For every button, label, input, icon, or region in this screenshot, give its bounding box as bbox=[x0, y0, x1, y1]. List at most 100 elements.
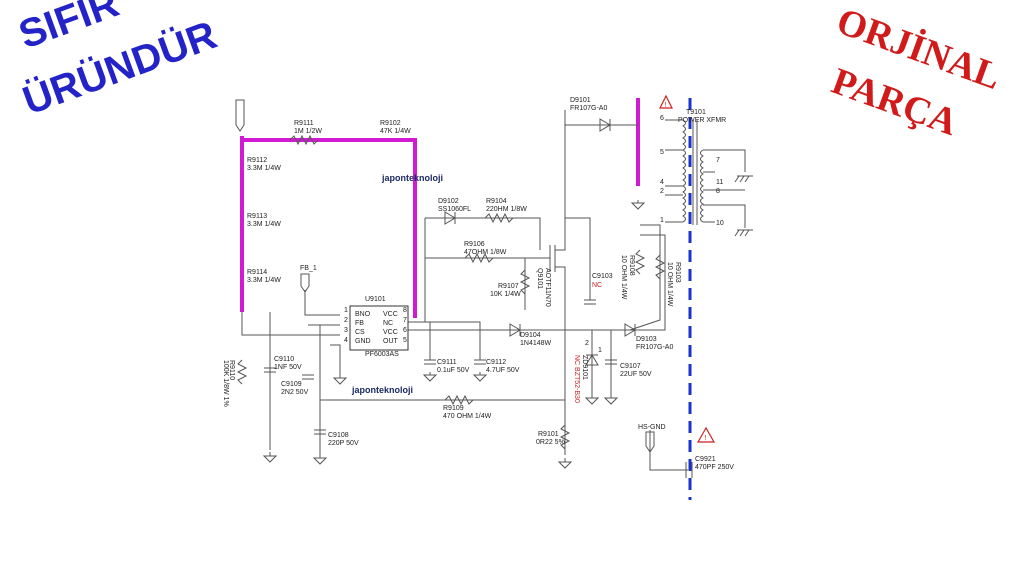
u9101-pin-nc: NC bbox=[383, 320, 393, 327]
xfmr-pin-7: 7 bbox=[716, 157, 720, 164]
capacitor-c9107 bbox=[605, 359, 617, 365]
label-r9107-ref: R9107 bbox=[498, 283, 519, 290]
xfmr-pin-6: 6 bbox=[660, 115, 664, 122]
input-connector bbox=[235, 99, 245, 132]
ic-u9101 bbox=[349, 305, 409, 351]
label-u9101-part: PF6003AS bbox=[365, 351, 399, 358]
fb1-connector bbox=[300, 273, 310, 293]
xfmr-pin-1: 1 bbox=[660, 217, 664, 224]
label-c9108-value: 220P 50V bbox=[328, 440, 359, 447]
label-q9101-ref: Q9101 bbox=[536, 268, 543, 289]
u9101-pin-1: 1 bbox=[344, 307, 348, 314]
label-r9102-value: 47K 1/4W bbox=[380, 128, 411, 135]
label-r9106-ref: R9106 bbox=[464, 241, 485, 248]
u9101-pin-gnd: GND bbox=[355, 338, 371, 345]
u9101-pin-3: 3 bbox=[344, 327, 348, 334]
label-zd9101-value: NC BZT52-B30 bbox=[573, 355, 580, 403]
label-u9101-ref: U9101 bbox=[365, 296, 386, 303]
capacitor-c9108 bbox=[314, 429, 326, 435]
label-r9104-value: 220HM 1/8W bbox=[486, 206, 527, 213]
ground-icon bbox=[734, 229, 753, 237]
label-c9109-ref: C9109 bbox=[281, 381, 302, 388]
xfmr-pin-4: 4 bbox=[660, 179, 664, 186]
label-r9107-value: 10K 1/4W bbox=[490, 291, 521, 298]
capacitor-c9109 bbox=[302, 374, 314, 380]
label-d9101-ref: D9101 bbox=[570, 97, 591, 104]
label-t9101-value: POWER XFMR bbox=[678, 117, 726, 124]
xfmr-pin-2: 2 bbox=[660, 188, 664, 195]
u9101-pin-5: 5 bbox=[403, 337, 407, 344]
warning-triangle-icon: ! bbox=[659, 94, 673, 109]
diode-d9104 bbox=[509, 323, 521, 337]
label-c9112-ref: C9112 bbox=[486, 359, 506, 366]
resistor-r9106 bbox=[464, 252, 494, 264]
label-fb1: FB_1 bbox=[300, 265, 317, 272]
label-hs-gnd: HS-GND bbox=[638, 424, 666, 431]
u9101-pin-vcc8: VCC bbox=[383, 311, 398, 318]
label-r9106-value: 47OHM 1/8W bbox=[464, 249, 507, 256]
label-c9110-value: 1NF 50V bbox=[274, 364, 302, 371]
label-d9103-value: FR107G-A0 bbox=[636, 344, 673, 351]
u9101-pin-bno: BNO bbox=[355, 311, 371, 318]
zener-zd9101 bbox=[585, 354, 599, 366]
label-q9101-value: AOTF11N70 bbox=[544, 268, 551, 307]
label-r9109-value: 470 OHM 1/4W bbox=[443, 413, 492, 420]
resistor-r9110 bbox=[236, 359, 248, 385]
label-r9114-value: 3.3M 1/4W bbox=[247, 277, 281, 284]
resistor-r9103 bbox=[654, 254, 666, 280]
label-r9101-ref: R9101 bbox=[538, 431, 559, 438]
xfmr-pin-8: 8 bbox=[716, 188, 720, 195]
u9101-pin-7: 7 bbox=[403, 317, 407, 324]
u9101-pin-2: 2 bbox=[344, 317, 348, 324]
label-d9104-value: 1N4148W bbox=[520, 340, 552, 347]
capacitor-c9921 bbox=[685, 462, 693, 478]
label-r9112-value: 3.3M 1/4W bbox=[247, 165, 281, 172]
resistor-r9111 bbox=[289, 134, 319, 146]
label-c9107-value: 22UF 50V bbox=[620, 371, 652, 378]
svg-text:!: ! bbox=[705, 435, 707, 442]
resistor-r9104 bbox=[484, 212, 514, 224]
resistor-r9101 bbox=[559, 424, 571, 450]
transformer-t9101 bbox=[665, 119, 715, 225]
ground-icon bbox=[557, 458, 573, 469]
u9101-pin-fb: FB bbox=[355, 320, 364, 327]
u9101-pin-cs: CS bbox=[355, 329, 365, 336]
label-c9111-ref: C9111 bbox=[437, 359, 457, 366]
label-d9101-value: FR107G-A0 bbox=[570, 105, 607, 112]
label-r9110-value: 100K 1/8W 1% bbox=[222, 360, 229, 407]
diode-d9101 bbox=[599, 118, 611, 132]
ground-icon bbox=[262, 452, 278, 463]
label-r9114-ref: R9114 bbox=[247, 269, 267, 276]
label-r9108-value: 10 OHM 1/4W bbox=[620, 255, 627, 300]
label-r9103-value: 10 OHM 1/4W bbox=[666, 262, 673, 307]
label-r9111-value: 1M 1/2W bbox=[294, 128, 322, 135]
resistor-r9107 bbox=[519, 269, 531, 295]
label-r9110-ref: R9110 bbox=[228, 360, 235, 380]
resistor-r9109 bbox=[444, 394, 474, 406]
capacitor-c9110 bbox=[264, 367, 276, 373]
resistor-r9108 bbox=[634, 249, 646, 275]
label-r9113-value: 3.3M 1/4W bbox=[247, 221, 281, 228]
pin-label-2: 2 bbox=[585, 340, 589, 347]
label-t9101-ref: T9101 bbox=[686, 109, 706, 116]
label-r9112-ref: R9112 bbox=[247, 157, 267, 164]
label-r9103-ref: R9103 bbox=[674, 262, 681, 283]
label-d9104-ref: D9104 bbox=[520, 332, 541, 339]
mosfet-q9101 bbox=[549, 240, 566, 275]
label-c9112-value: 4.7UF 50V bbox=[486, 367, 520, 374]
label-c9921-ref: C9921 bbox=[695, 456, 716, 463]
label-zd9101-ref: ZD9101 bbox=[581, 355, 588, 380]
ground-icon bbox=[584, 395, 600, 405]
diode-d9103 bbox=[624, 323, 636, 337]
watermark-2: japonteknoloji bbox=[351, 385, 413, 395]
u9101-pin-out: OUT bbox=[383, 338, 399, 345]
label-c9110-ref: C9110 bbox=[274, 356, 294, 363]
label-r9111-ref: R9111 bbox=[294, 120, 314, 127]
label-c9108-ref: C9108 bbox=[328, 432, 349, 439]
watermark-1: japonteknoloji bbox=[381, 173, 443, 183]
label-c9103-value: NC bbox=[592, 282, 602, 289]
u9101-pin-4: 4 bbox=[344, 337, 348, 344]
label-c9111-value: 0.1uF 50V bbox=[437, 367, 470, 374]
svg-text:!: ! bbox=[665, 102, 667, 109]
label-r9113-ref: R9113 bbox=[247, 213, 267, 220]
